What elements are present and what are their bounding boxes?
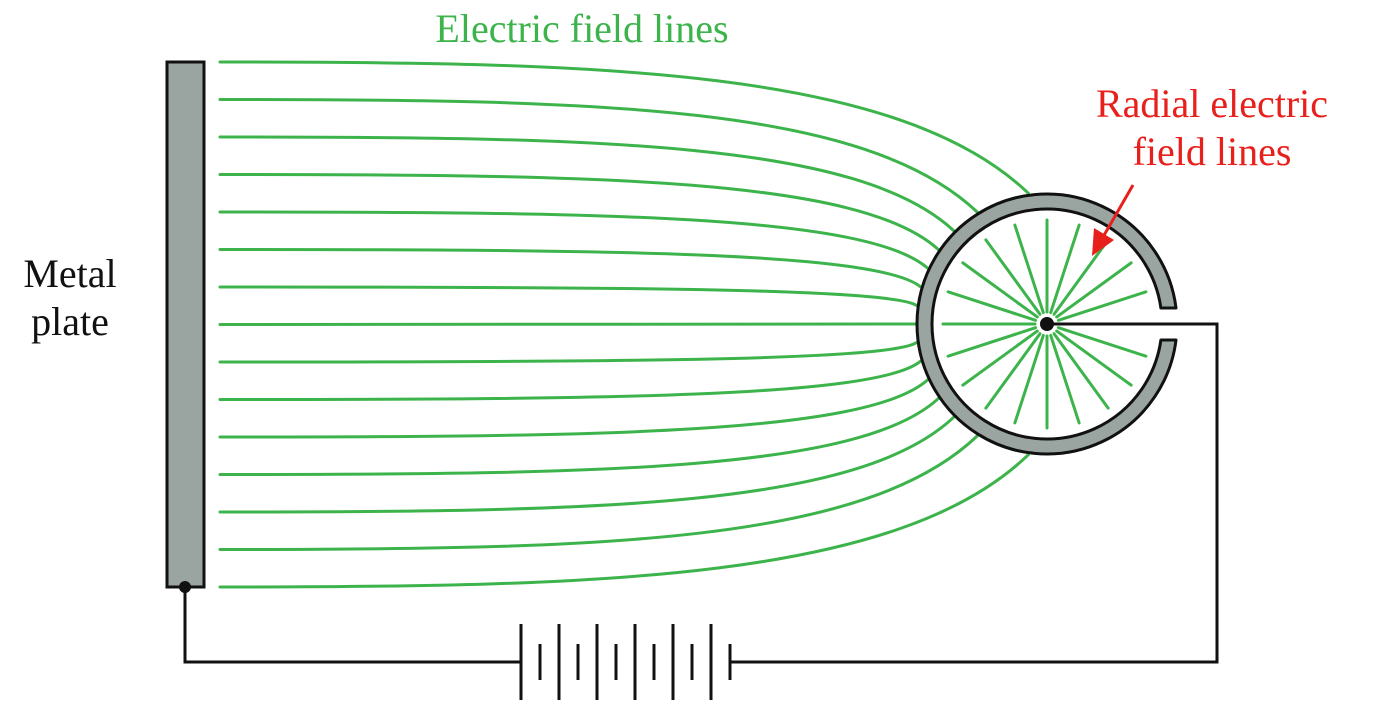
field-lines-label: Electric field lines [435, 6, 728, 51]
metal-plate-label-line1: Metal [23, 251, 116, 296]
center-electrode-wire [730, 322, 1219, 664]
field-line [218, 173, 940, 251]
radial-field-line [1056, 326, 1148, 358]
radial-field-label-line2: field lines [1133, 129, 1292, 174]
radial-field-line [1055, 261, 1133, 319]
plate-wire [183, 587, 521, 664]
plate-wire-junction [179, 581, 191, 593]
field-line [218, 453, 1030, 589]
field-line [218, 60, 1030, 195]
field-line [218, 415, 956, 514]
radial-field-line [1049, 223, 1081, 315]
radial-field-line [1013, 333, 1045, 425]
radial-field-line [1052, 332, 1110, 410]
field-line [218, 285, 918, 307]
field-line [218, 378, 929, 439]
radial-field-line [1013, 223, 1045, 315]
battery [519, 624, 732, 700]
metal-plate-label-line2: plate [31, 299, 109, 344]
radial-field-line [1049, 333, 1081, 425]
parallel-field-lines [218, 60, 1030, 589]
radial-field-line [984, 332, 1042, 410]
radial-field-line [961, 329, 1039, 387]
radial-field-line [946, 326, 1038, 358]
field-line [218, 359, 922, 401]
radial-field-line [1052, 238, 1110, 316]
field-line [218, 135, 956, 233]
radial-field-line [1056, 290, 1148, 322]
field-line [218, 397, 940, 476]
field-line [218, 341, 918, 364]
radial-field-line [961, 261, 1039, 319]
ring-electrode [915, 192, 1178, 456]
radial-field-label-line1: Radial electric [1096, 81, 1328, 126]
field-line [218, 248, 922, 289]
field-line [218, 98, 979, 214]
field-line [218, 322, 917, 326]
radial-field-line [984, 238, 1042, 316]
metal-plate [165, 60, 206, 589]
radial-field-line [946, 290, 1038, 322]
radial-label-arrow [1092, 184, 1135, 256]
radial-field-line [1055, 329, 1133, 387]
radial-field-lines [941, 218, 1148, 430]
field-line [218, 210, 929, 270]
field-line [218, 434, 979, 551]
